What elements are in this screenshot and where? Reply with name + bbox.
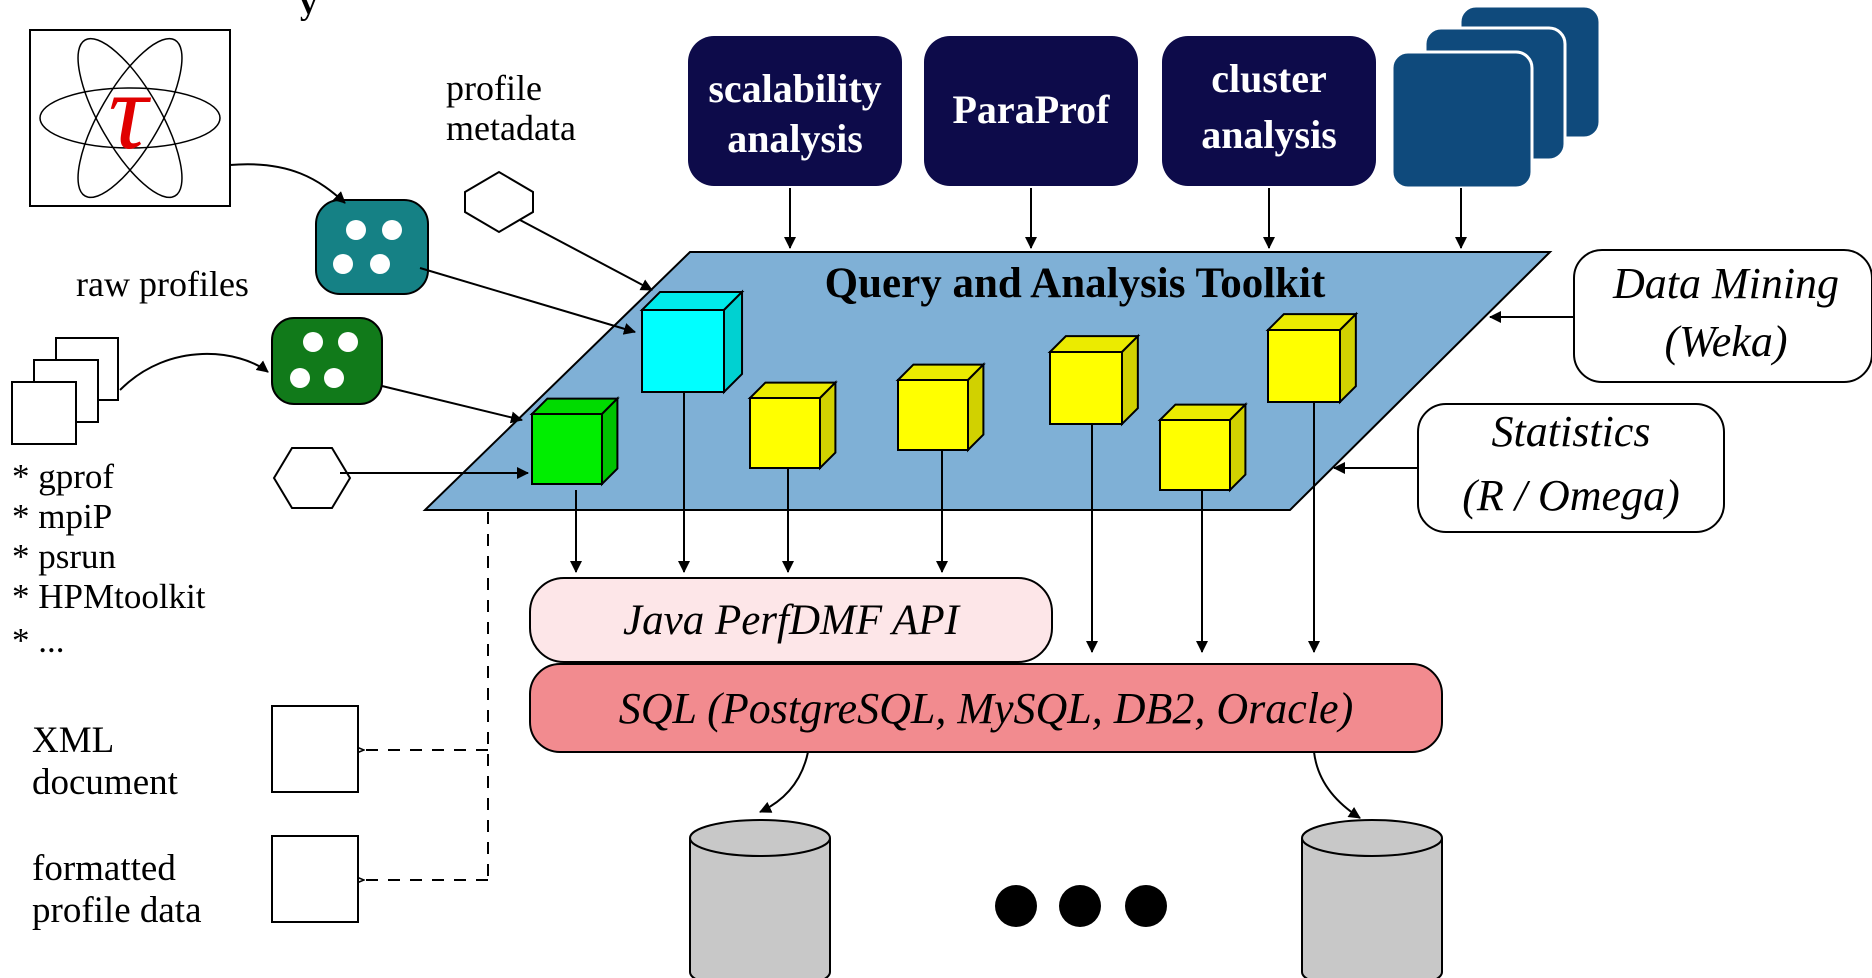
xml-document-label: XML [32,720,114,761]
cube-yellow [1157,402,1248,493]
format-item: * HPMtoolkit [12,577,206,616]
output-connectors [364,512,489,880]
database-cylinder [1301,819,1443,978]
cubes [529,289,1359,493]
statistics-label: (R / Omega) [1462,471,1680,520]
database-cylinder [689,819,831,978]
cube-yellow [1265,311,1359,405]
format-item: * psrun [12,537,116,576]
statistics-label: Statistics [1492,407,1651,456]
cube-green [529,396,620,487]
formatted-data-label: profile data [32,890,202,931]
input-hexagon [272,447,352,509]
tool-label-line: analysis [727,116,863,161]
tau-symbol: τ [108,50,151,172]
tool-paraprof: ParaProf [924,36,1138,186]
header-partial: y [300,0,317,22]
tool-cluster-analysis: cluster analysis [1162,36,1376,186]
cube-yellow [895,362,986,453]
tool-label-line: analysis [1201,112,1337,157]
data-mining-box: Data Mining (Weka) [1573,249,1872,383]
format-item: * ... [12,621,65,660]
teal-profile-icon [315,199,429,295]
tool-label-line: scalability [708,66,881,111]
ellipsis-dots [995,885,1167,927]
toolkit-title: Query and Analysis Toolkit [825,260,1326,307]
green-profile-icon [271,317,383,405]
raw-profiles-label: raw profiles [76,264,249,304]
java-api-label: Java PerfDMF API [623,597,961,644]
sql-box: SQL (PostgreSQL, MySQL, DB2, Oracle) [529,663,1443,753]
xml-document-icon [271,705,359,793]
tool-scalability-analysis: scalability analysis [688,36,902,186]
tool-stack [1390,4,1602,190]
cube-down-arrows [570,360,1320,653]
tau-logo: τ [29,29,231,207]
java-api-box: Java PerfDMF API [529,577,1053,663]
sql-label: SQL (PostgreSQL, MySQL, DB2, Oracle) [619,684,1354,733]
profile-metadata-label: profile [446,68,542,108]
tool-label-line: cluster [1211,56,1327,101]
statistics-box: Statistics (R / Omega) [1417,403,1725,533]
side-arrows [1333,311,1574,474]
tool-label-line: ParaProf [953,87,1111,132]
formatted-data-icon [271,835,359,923]
tool-arrows [784,188,1467,249]
format-item: * mpiP [12,497,112,536]
metadata-hexagon [464,170,534,234]
formatted-data-label: formatted [32,848,176,889]
profile-metadata-label: metadata [446,108,576,148]
cube-yellow [747,380,838,471]
raw-profile-pages [11,337,119,445]
cube-yellow [1047,333,1141,427]
data-mining-label: (Weka) [1665,317,1788,366]
cube-cyan [639,289,745,395]
xml-document-label: document [32,762,179,803]
input-connectors [119,163,653,479]
db-arrows [759,751,1361,819]
data-mining-label: Data Mining [1612,259,1839,308]
format-item: * gprof [12,457,114,496]
